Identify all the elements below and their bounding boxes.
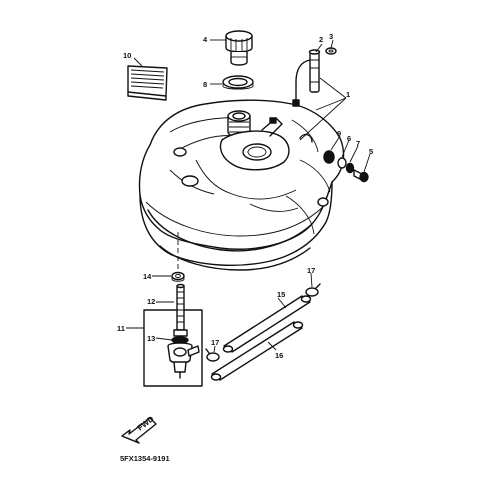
- callout-12: 12: [147, 297, 155, 306]
- callout-labels: 1 2 3 4 5 6 7 8 9 10 11 12 13 14 15 16 1…: [117, 32, 373, 360]
- callout-17-upper: 17: [307, 266, 315, 275]
- cock-nut: [171, 271, 185, 282]
- callout-7: 7: [356, 139, 360, 148]
- callout-11: 11: [117, 324, 125, 333]
- cap-gasket: [222, 75, 254, 90]
- leader-lines: [126, 39, 371, 353]
- fuel-hose: [222, 295, 312, 353]
- drawing-code: 5FX1354-9191: [120, 454, 170, 463]
- callout-2: 2: [319, 35, 323, 44]
- fuel-cock-assembly: [143, 283, 203, 387]
- callout-17-lower: 17: [211, 338, 219, 347]
- callout-10: 10: [123, 51, 131, 60]
- forward-direction-arrow: FWD: [121, 414, 157, 444]
- callout-9: 9: [337, 129, 341, 138]
- bolt-washer-set: [323, 150, 369, 183]
- callout-16: 16: [275, 351, 283, 360]
- callout-1: 1: [346, 90, 350, 99]
- callout-14: 14: [143, 272, 152, 281]
- hose-clip-upper: [305, 283, 321, 297]
- callout-13: 13: [147, 334, 155, 343]
- callout-4: 4: [203, 35, 208, 44]
- fuel-tank: [138, 99, 345, 271]
- warning-label: [127, 65, 168, 101]
- callout-8: 8: [203, 80, 207, 89]
- callout-15: 15: [277, 290, 285, 299]
- fuel-sender-unit: [292, 47, 337, 107]
- fuel-cap: [225, 30, 253, 66]
- vent-hose: [210, 321, 304, 381]
- hose-clip-lower: [205, 348, 220, 362]
- callout-5: 5: [369, 147, 373, 156]
- callout-3: 3: [329, 32, 333, 41]
- callout-6: 6: [347, 134, 351, 143]
